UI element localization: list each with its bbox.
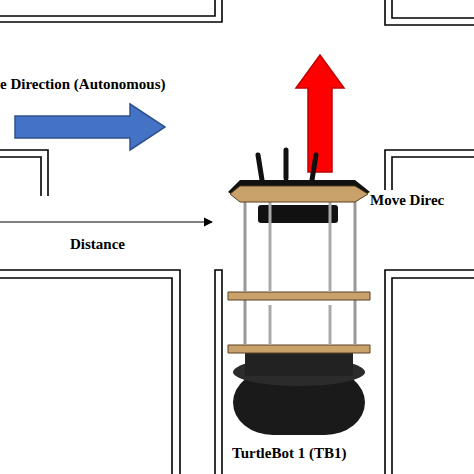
robot-caption: TurtleBot 1 (TB1) xyxy=(232,445,346,462)
turtlebot-robot xyxy=(228,150,370,435)
direction-label: Move Direc xyxy=(370,192,444,209)
red-arrow xyxy=(296,55,344,172)
distance-line xyxy=(0,221,212,222)
blue-arrow xyxy=(15,104,165,150)
distance-label: Distance xyxy=(70,236,125,253)
direction-label: e Direction (Autonomous) xyxy=(0,76,166,93)
